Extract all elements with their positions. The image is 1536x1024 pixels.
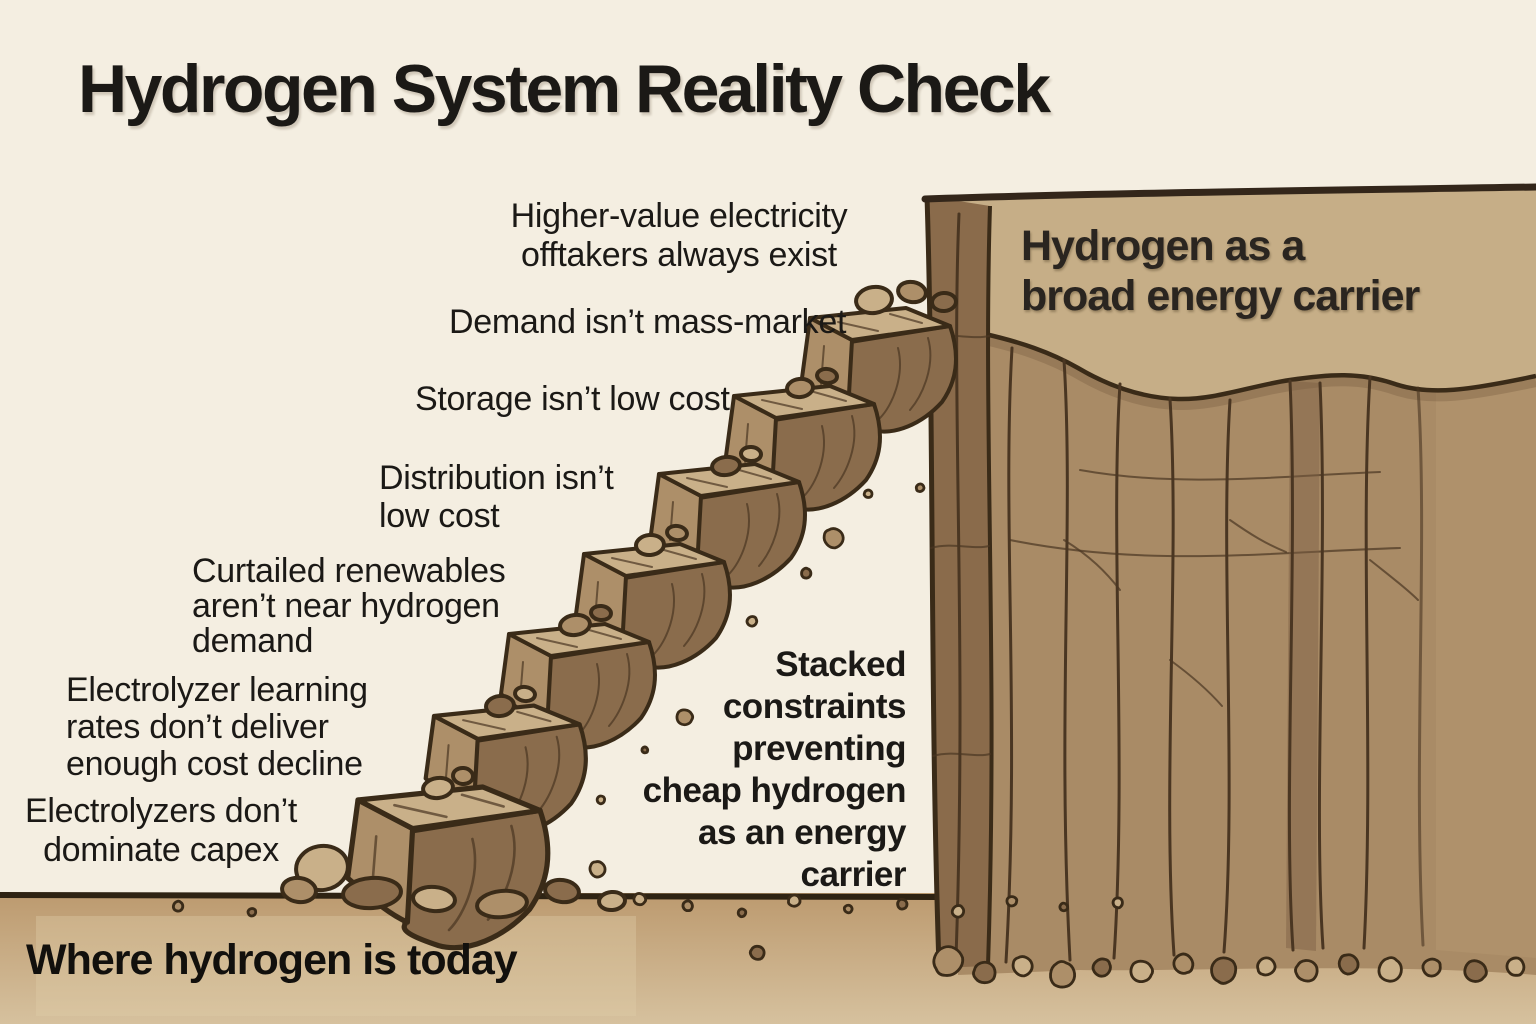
page-title: Hydrogen System Reality Check — [78, 51, 1051, 127]
cliff — [921, 183, 1536, 975]
gap-annotation: Stacked constraints preventing cheap hyd… — [642, 645, 907, 894]
constraint-label-demand: Demand isn’t mass-market — [449, 303, 847, 341]
constraint-label-capex: Electrolyzers don’t dominate capex — [24, 792, 298, 869]
constraint-label-curtailment: Curtailed renewables aren’t near hydroge… — [192, 552, 506, 660]
constraint-label-offtakers: Higher-value electricity offtakers alway… — [510, 197, 848, 274]
rubble-stones — [280, 279, 958, 920]
constraint-label-learning: Electrolyzer learning rates don’t delive… — [66, 671, 368, 783]
summit-label: Hydrogen as a broad energy carrier — [1021, 222, 1420, 320]
constraint-label-distribution: Distribution isn’t low cost — [379, 459, 614, 535]
cliff-pillar — [924, 195, 994, 968]
constraint-label-storage: Storage isn’t low cost — [415, 380, 730, 418]
cliff-cracks — [1004, 346, 1425, 964]
baseline-label: Where hydrogen is today — [26, 936, 518, 984]
